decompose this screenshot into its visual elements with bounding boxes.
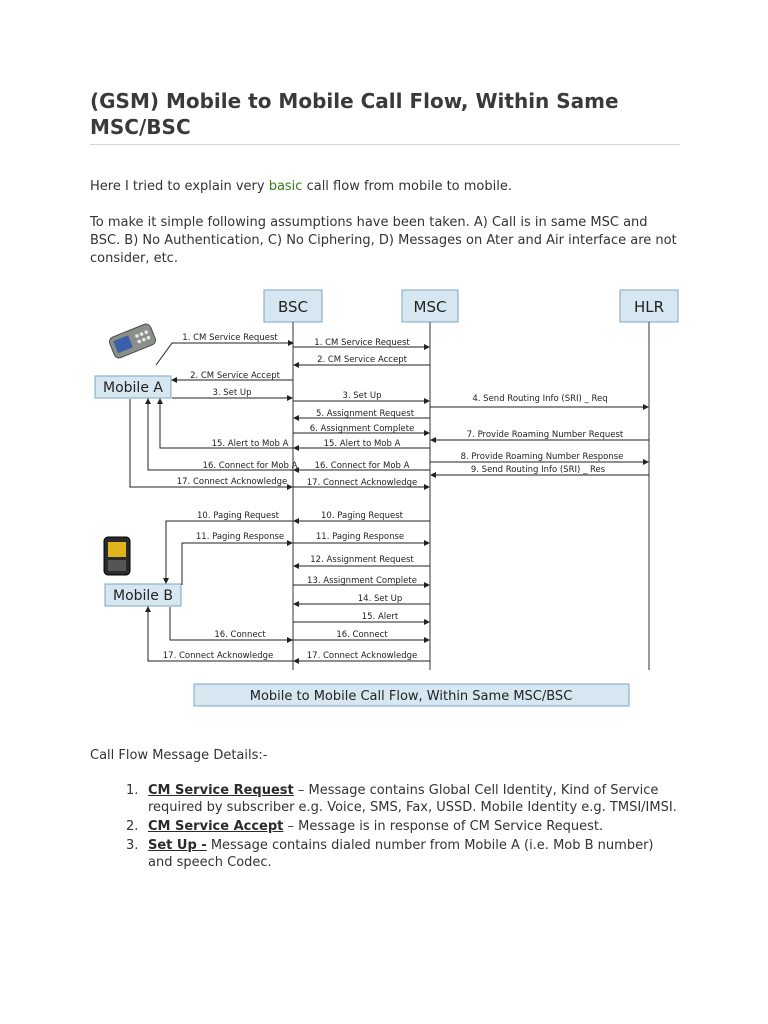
msg-4-label: 4. Send Routing Info (SRI) _ Req — [472, 394, 607, 404]
msg-12-label: 12. Assignment Request — [310, 555, 414, 565]
msg-16a-label: 16. Connect for Mob A — [203, 461, 298, 471]
title-divider — [90, 144, 680, 145]
msc-box: MSC — [401, 289, 459, 323]
msg-2b-label: 2. CM Service Accept — [317, 355, 408, 365]
msg-17c-b-label: 17. Connect Acknowledge — [307, 651, 417, 661]
msg-17a-label: 17. Connect Acknowledge — [177, 477, 287, 487]
arrow-17a — [129, 399, 293, 490]
msg-10a-label: 10. Paging Request — [197, 511, 280, 521]
msg-11b-label: 11. Paging Response — [316, 532, 404, 542]
intro-prefix: Here I tried to explain very — [90, 179, 269, 194]
hlr-label: HLR — [634, 298, 664, 316]
mobile-b-phone-icon — [103, 536, 131, 576]
msg-14-label: 14. Set Up — [358, 594, 403, 604]
item-term: CM Service Request — [148, 783, 294, 798]
mobile-b-box: Mobile B — [104, 583, 182, 607]
mobile-a-phone-icon — [109, 323, 157, 359]
item-term: CM Service Accept — [148, 819, 284, 834]
msg-8-label: 8. Provide Roaming Number Response — [461, 452, 624, 462]
msg-1b-label: 1. CM Service Request — [314, 338, 410, 348]
arrow-16c-a — [169, 607, 293, 643]
arrow-10a — [163, 520, 293, 584]
hlr-box: HLR — [619, 289, 679, 323]
item-number: 1. — [126, 783, 139, 798]
msg-9-label: 9. Send Routing Info (SRI) _ Res — [471, 465, 606, 475]
arrow-15a — [157, 398, 293, 449]
diagram-caption-bar: Mobile to Mobile Call Flow, Within Same … — [193, 683, 630, 707]
msg-16c-a-label: 16. Connect — [214, 630, 266, 640]
item-number: 3. — [126, 838, 139, 853]
msg-16b-label: 16. Connect for Mob A — [315, 461, 410, 471]
intro-paragraph: Here I tried to explain very basic call … — [90, 178, 680, 196]
msg-7-label: 7. Provide Roaming Number Request — [467, 430, 624, 440]
msg-3a-label: 3. Set Up — [212, 388, 251, 398]
msg-6-label: 6. Assignment Complete — [310, 424, 415, 434]
msg-15a-label: 15. Alert to Mob A — [212, 439, 289, 449]
basic-link[interactable]: basic — [268, 179, 303, 194]
item-term: Set Up - — [148, 838, 207, 853]
msg-15b-label: 15. Alert to Mob A — [324, 439, 401, 449]
msg-5-label: 5. Assignment Request — [316, 409, 415, 419]
item-separator: – — [293, 783, 309, 798]
list-item: 3. Set Up - Message contains dialed numbe… — [120, 837, 680, 871]
mobile-a-label: Mobile A — [103, 380, 163, 396]
mobile-a-box: Mobile A — [94, 375, 172, 399]
item-description: Message contains Global Cell Identity, K… — [148, 783, 677, 815]
details-heading: Call Flow Message Details:- — [90, 748, 268, 763]
mobile-b-label: Mobile B — [113, 588, 173, 604]
msg-17b-label: 17. Connect Acknowledge — [307, 478, 417, 488]
call-flow-diagram: BSC MSC HLR Mobile A Mobile B 1. CM Serv… — [94, 289, 679, 707]
item-separator: – — [283, 819, 299, 834]
msg-11a-label: 11. Paging Response — [196, 532, 284, 542]
assumptions-paragraph: To make it simple following assumptions … — [90, 215, 677, 266]
item-description: Message contains dialed number from Mobi… — [148, 838, 654, 870]
msg-13-label: 13. Assignment Complete — [307, 576, 417, 586]
diagram-caption: Mobile to Mobile Call Flow, Within Same … — [250, 689, 573, 704]
arrow-16a — [145, 398, 293, 471]
page-title: (GSM) Mobile to Mobile Call Flow, Within… — [90, 89, 619, 139]
bsc-box: BSC — [263, 289, 323, 323]
arrow-11a — [181, 540, 293, 585]
bsc-label: BSC — [278, 298, 308, 316]
msg-15c-label: 15. Alert — [362, 612, 399, 622]
msg-16c-b-label: 16. Connect — [336, 630, 388, 640]
item-number: 2. — [126, 819, 139, 834]
intro-suffix: call flow from mobile to mobile. — [302, 179, 512, 194]
arrow-1a — [155, 340, 294, 366]
list-item: 2. CM Service Accept – Message is in resp… — [120, 818, 680, 835]
message-details-list: 1. CM Service Request – Message contains … — [120, 782, 680, 873]
msg-17c-a-label: 17. Connect Acknowledge — [163, 651, 273, 661]
msg-1a-label: 1. CM Service Request — [182, 333, 278, 343]
msc-label: MSC — [414, 298, 447, 316]
arrow-17c-a — [145, 606, 293, 662]
list-item: 1. CM Service Request – Message contains … — [120, 782, 680, 816]
msg-10b-label: 10. Paging Request — [321, 511, 404, 521]
item-description: Message is in response of CM Service Req… — [298, 819, 604, 834]
msg-2a-label: 2. CM Service Accept — [190, 371, 281, 381]
msg-3b-label: 3. Set Up — [342, 391, 381, 401]
